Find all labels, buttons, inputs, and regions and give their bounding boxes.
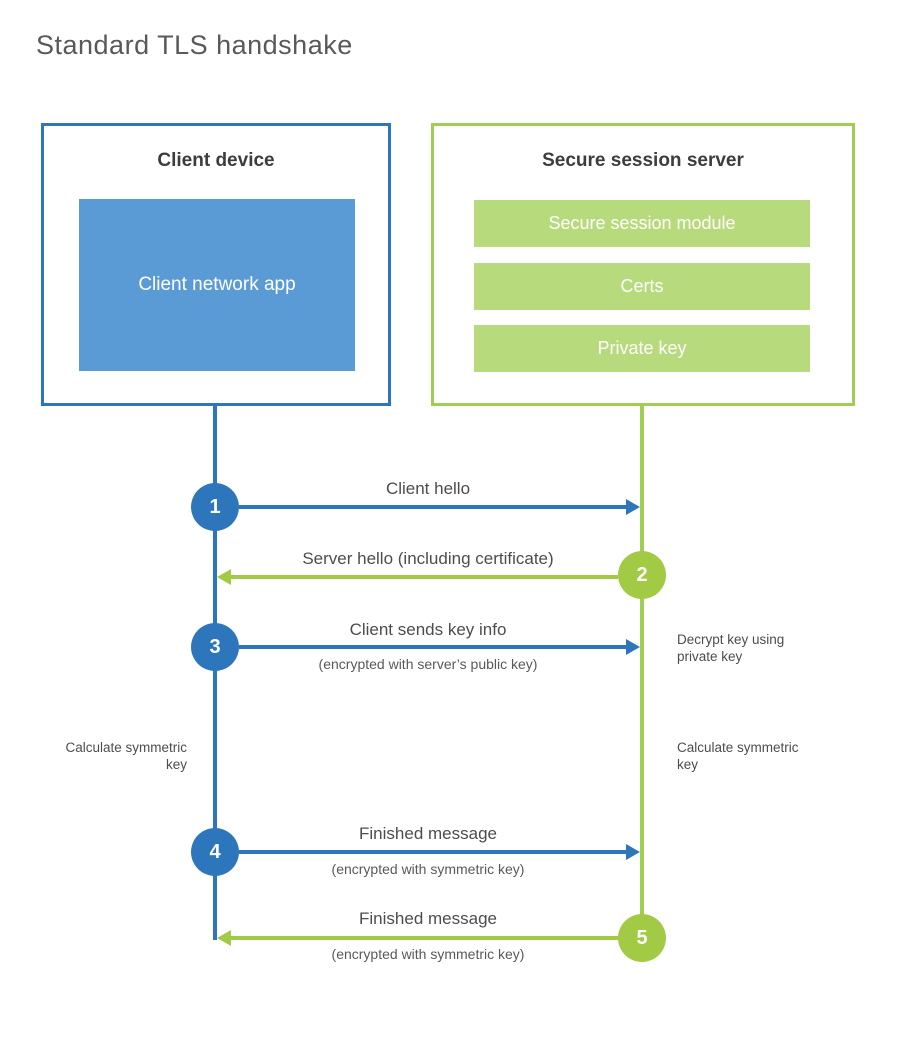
- arrow-key-info: [239, 645, 627, 649]
- arrowhead-right-icon: [626, 844, 640, 860]
- step-badge-5: 5: [618, 914, 666, 962]
- secure-session-server-title: Secure session server: [542, 150, 744, 171]
- server-module-label: Certs: [620, 276, 664, 296]
- client-device-title: Client device: [157, 150, 275, 171]
- note-calculate-symmetric-key-server: Calculate symmetric key: [677, 740, 799, 772]
- client-network-app-block: Client network app: [79, 199, 355, 371]
- step-badge-1: 1: [191, 483, 239, 531]
- server-module-private-key: Private key: [474, 325, 810, 372]
- message-label-client-hello: Client hello: [385, 479, 471, 498]
- step-number: 4: [209, 840, 221, 863]
- arrow-client-hello: [239, 505, 627, 509]
- arrow-server-hello: [231, 575, 618, 579]
- server-module-label: Secure session module: [548, 213, 736, 233]
- message-sublabel-finished-client: (encrypted with symmetric key): [331, 861, 525, 877]
- page-title: Standard TLS handshake: [36, 30, 353, 60]
- arrow-finished-server: [231, 936, 618, 940]
- step-number: 5: [636, 926, 648, 949]
- step-badge-2: 2: [618, 551, 666, 599]
- arrow-finished-client: [239, 850, 627, 854]
- message-label-finished-server: Finished message: [359, 909, 497, 928]
- arrowhead-left-icon: [217, 930, 231, 946]
- step-number: 3: [209, 635, 221, 658]
- client-network-app-label: Client network app: [138, 274, 296, 296]
- step-number: 2: [636, 563, 648, 586]
- arrowhead-right-icon: [626, 499, 640, 515]
- message-label-key-info: Client sends key info: [349, 620, 507, 639]
- message-sublabel-key-info: (encrypted with server’s public key): [318, 656, 538, 672]
- message-label-server-hello: Server hello (including certificate): [302, 549, 554, 568]
- server-module-secure-session: Secure session module: [474, 200, 810, 247]
- note-decrypt-key: Decrypt key using private key: [677, 632, 785, 664]
- step-badge-4: 4: [191, 828, 239, 876]
- step-badge-3: 3: [191, 623, 239, 671]
- arrowhead-right-icon: [626, 639, 640, 655]
- server-module-label: Private key: [597, 338, 687, 358]
- secure-session-server-box: Secure session server Secure session mod…: [431, 123, 855, 406]
- arrowhead-left-icon: [217, 569, 231, 585]
- step-number: 1: [209, 495, 221, 518]
- message-sublabel-finished-server: (encrypted with symmetric key): [331, 946, 525, 962]
- message-label-finished-client: Finished message: [359, 824, 497, 843]
- note-calculate-symmetric-key-client: Calculate symmetric key: [65, 740, 187, 772]
- client-device-box: Client device Client network app: [41, 123, 391, 406]
- server-lifeline: [640, 406, 644, 940]
- server-module-certs: Certs: [474, 263, 810, 310]
- client-lifeline: [213, 406, 217, 940]
